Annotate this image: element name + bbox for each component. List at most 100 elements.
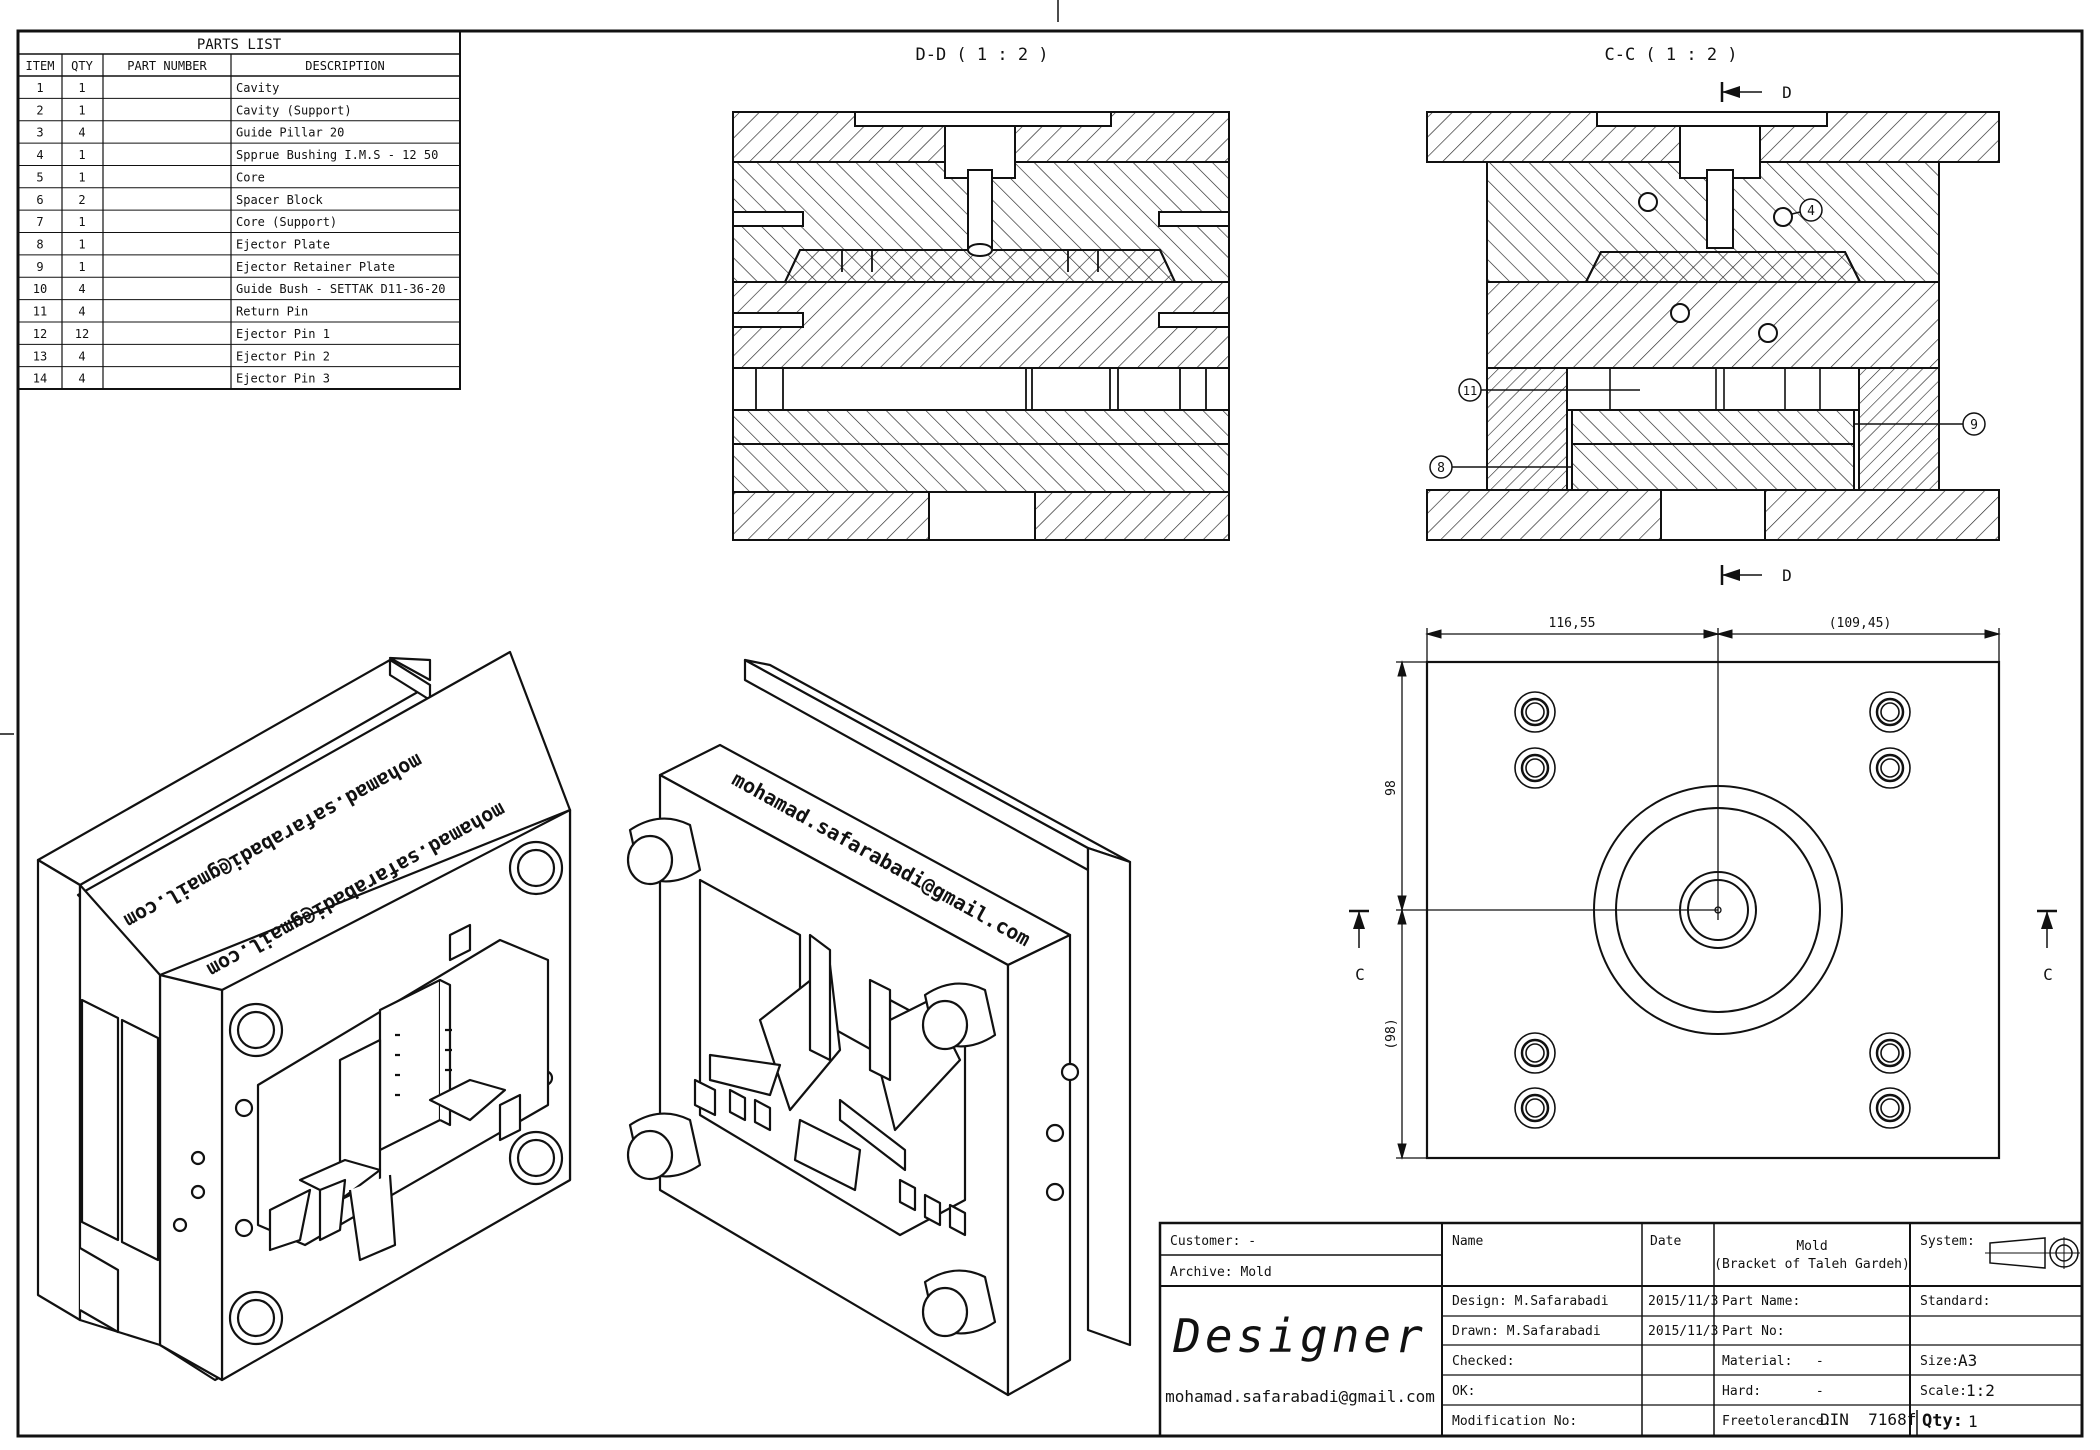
freetolerance-label: Freetolerance: [1722, 1414, 1832, 1429]
balloon-11: 11 [1458, 378, 1640, 402]
standard-field: Standard: [1920, 1294, 1990, 1309]
ok-field: OK: [1452, 1384, 1475, 1399]
section-arrow-bottom: D [1720, 565, 1792, 585]
designer-logo: Designer [1172, 1309, 1427, 1363]
bolt-hole [1520, 753, 1550, 783]
bolt-hole [1880, 758, 1900, 778]
qty-cell: 1 [78, 148, 85, 162]
plan-view [1396, 628, 2001, 1160]
bolt-hole [1869, 747, 1911, 789]
bolt-hole [1514, 1032, 1556, 1074]
bolt-hole [1875, 1093, 1905, 1123]
date-header: Date [1650, 1234, 1681, 1249]
parts-list-header-part-number: PART NUMBER [127, 59, 207, 73]
description-cell: Ejector Pin 2 [236, 349, 330, 363]
bolt-hole [1869, 691, 1911, 733]
item-cell: 10 [33, 282, 47, 296]
description-cell: Return Pin [236, 305, 308, 319]
dim-left-width: 116,55 [1549, 616, 1596, 631]
description-cell: Cavity (Support) [236, 103, 352, 117]
bolt-hole [1525, 1098, 1545, 1118]
parts-list-header-item: ITEM [26, 59, 55, 73]
qty-cell: 1 [78, 170, 85, 184]
bolt-hole [1525, 758, 1545, 778]
part-name-field: Part Name: [1722, 1294, 1800, 1309]
item-cell: 13 [33, 349, 47, 363]
qty-cell: 1 [78, 215, 85, 229]
svg-text:9: 9 [1970, 418, 1978, 433]
bolt-hole [1869, 1087, 1911, 1129]
isometric-cavity-half [36, 650, 572, 1382]
hard-field: Hard: - [1722, 1384, 1824, 1399]
scale-label: Scale: [1920, 1384, 1967, 1399]
svg-text:4: 4 [1807, 204, 1815, 219]
item-cell: 14 [33, 372, 47, 386]
scale-value: 1:2 [1966, 1381, 1995, 1400]
table-row: 4 1 Spprue Bushing I.M.S - 12 50 [36, 148, 438, 162]
bolt-hole [1525, 1043, 1545, 1063]
designer-email: mohamad.safarabadi@gmail.com [1165, 1387, 1435, 1406]
item-cell: 11 [33, 305, 47, 319]
svg-text:C: C [2043, 965, 2053, 984]
dim-bottom-height: (98) [1384, 1018, 1399, 1049]
ejector-retainer-plate [1571, 409, 1855, 445]
size-value: A3 [1958, 1351, 1977, 1370]
title-block [1158, 1221, 2084, 1438]
description-cell: Ejector Retainer Plate [236, 260, 395, 274]
material-field: Material: - [1722, 1354, 1824, 1369]
isometric-core-half [626, 658, 1132, 1397]
item-cell: 4 [36, 148, 43, 162]
design-field: Design: M.Safarabadi [1452, 1294, 1609, 1309]
description-cell: Guide Pillar 20 [236, 126, 344, 140]
section-cc-title: C-C ( 1 : 2 ) [1604, 45, 1737, 65]
ejector-plate [732, 443, 1230, 493]
balloon-4: 4 [1791, 198, 1823, 222]
part-no-field: Part No: [1722, 1324, 1785, 1339]
description-cell: Ejector Pin 3 [236, 372, 330, 386]
svg-text:8: 8 [1437, 461, 1445, 476]
item-cell: 7 [36, 215, 43, 229]
parts-list-table: PARTS LIST ITEM QTY PART NUMBER DESCRIPT… [17, 30, 461, 390]
qty-cell: 4 [78, 372, 85, 386]
section-arrow-c-right: C [2037, 909, 2057, 984]
qty-cell: 1 [78, 81, 85, 95]
item-cell: 3 [36, 126, 43, 140]
bolt-hole [1520, 697, 1550, 727]
qty-value: 1 [1968, 1412, 1978, 1431]
description-cell: Spprue Bushing I.M.S - 12 50 [236, 148, 438, 162]
dim-top-height: 98 [1384, 780, 1399, 796]
item-cell: 9 [36, 260, 43, 274]
bolt-hole [1869, 1032, 1911, 1074]
description-cell: Guide Bush - SETTAK D11-36-20 [236, 282, 446, 296]
table-row: 14 4 Ejector Pin 3 [33, 372, 330, 386]
design-date: 2015/11/3 [1648, 1294, 1718, 1309]
bolt-hole [1514, 747, 1556, 789]
dim-right-width: (109,45) [1829, 616, 1892, 631]
balloon-8: 8 [1429, 455, 1572, 479]
drawn-field: Drawn: M.Safarabadi [1452, 1324, 1601, 1339]
projection-symbol [1989, 1237, 2046, 1269]
svg-text:11: 11 [1463, 384, 1477, 398]
item-cell: 6 [36, 193, 43, 207]
qty-cell: 1 [78, 103, 85, 117]
bolt-hole [1514, 1087, 1556, 1129]
description-cell: Cavity [236, 81, 279, 95]
core-plate [732, 249, 1230, 369]
item-cell: 12 [33, 327, 47, 341]
bolt-hole [1875, 753, 1905, 783]
section-view-cc [1426, 111, 2000, 541]
customer-field: Customer: - [1170, 1234, 1256, 1249]
description-cell: Ejector Plate [236, 238, 330, 252]
ejector-plate [1571, 443, 1855, 491]
parts-list-header-description: DESCRIPTION [305, 59, 384, 73]
